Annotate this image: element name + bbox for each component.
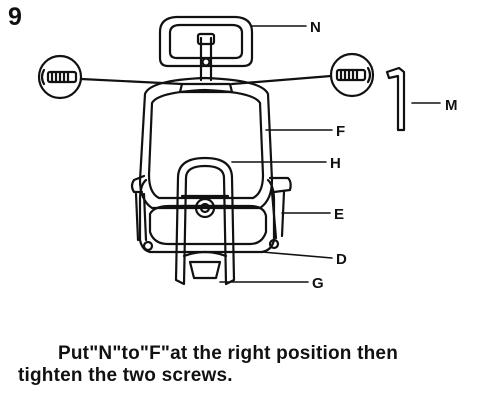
caption-line-2: tighten the two screws. bbox=[18, 365, 233, 386]
callout-e: E bbox=[334, 206, 344, 223]
callout-f: F bbox=[336, 123, 345, 140]
hex-key-part bbox=[385, 66, 406, 132]
screw-right-detail bbox=[329, 52, 375, 98]
headrest-part bbox=[158, 15, 254, 82]
callout-d: D bbox=[336, 251, 347, 268]
callout-g: G bbox=[312, 275, 324, 292]
instruction-caption: Put"N"to"F"at the right position then ti… bbox=[18, 343, 473, 387]
screw-right-line bbox=[230, 74, 333, 86]
step-number: 9 bbox=[8, 3, 22, 31]
back-frame-part bbox=[174, 156, 236, 286]
callout-n: N bbox=[310, 19, 321, 36]
screw-left-detail bbox=[37, 54, 83, 100]
screw-left-line bbox=[79, 77, 184, 86]
callout-m: M bbox=[445, 97, 458, 114]
chair-assembly-diagram: N M F H E D G bbox=[37, 15, 458, 292]
caption-line-1: Put"N"to"F"at the right position then bbox=[58, 343, 399, 364]
callout-h: H bbox=[330, 155, 341, 172]
backrest-part bbox=[138, 76, 274, 210]
seat-base-part bbox=[130, 174, 292, 254]
